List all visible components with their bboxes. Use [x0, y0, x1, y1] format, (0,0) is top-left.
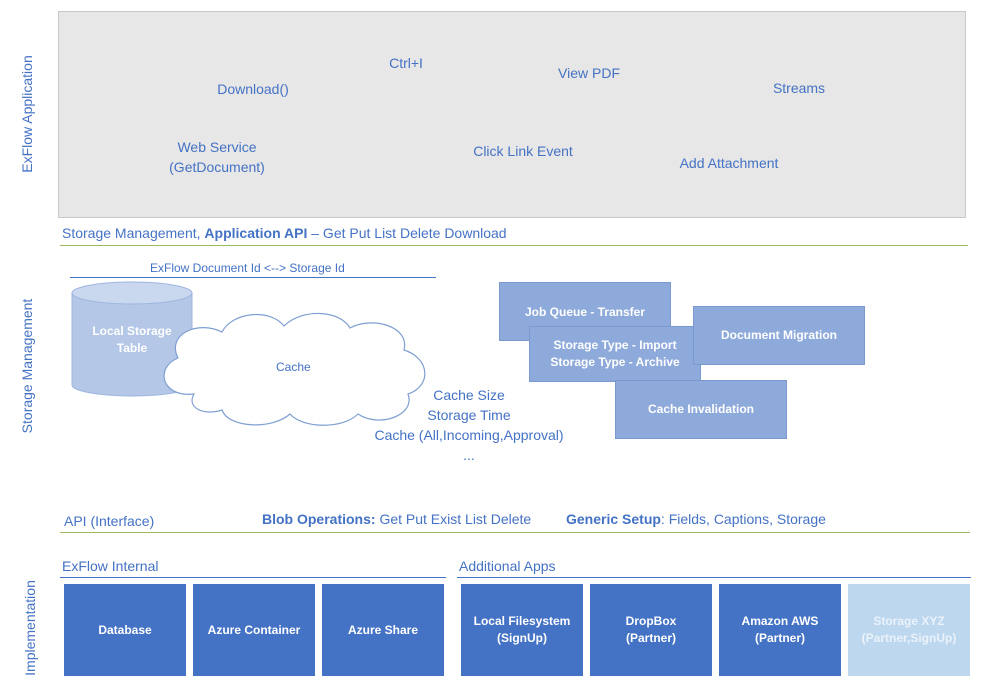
additional-underline — [457, 577, 971, 578]
database-label: Database — [98, 622, 152, 637]
blob-operations-rest: Get Put Exist List Delete — [375, 511, 532, 527]
amazon-aws-line1: Amazon AWS — [741, 614, 819, 628]
mapping-label: ExFlow Document Id <--> Storage Id — [150, 261, 345, 275]
job-queue-label: Job Queue - Transfer — [524, 305, 646, 319]
cache-size: Cache Size — [433, 387, 505, 403]
dropbox-box: DropBox (Partner) — [590, 584, 712, 676]
web-service-line2: (GetDocument) — [169, 159, 265, 175]
section-label-storage: Storage Management — [19, 298, 35, 434]
storage-api-bold: Application API — [204, 225, 308, 241]
blob-operations-bold: Blob Operations: — [262, 511, 376, 527]
cache-parameters: Cache Size Storage Time Cache (All,Incom… — [374, 385, 563, 465]
api-interface-label: API (Interface) — [64, 513, 155, 529]
local-filesystem-box: Local Filesystem (SignUp) — [461, 584, 583, 676]
document-migration-label: Document Migration — [721, 328, 837, 342]
azure-container-box: Azure Container — [193, 584, 315, 676]
storage-xyz-line2: (Partner,SignUp) — [861, 631, 957, 645]
azure-share-label: Azure Share — [347, 622, 419, 637]
generic-setup: Generic Setup: Fields, Captions, Storage — [566, 511, 826, 527]
application-area — [58, 11, 966, 218]
amazon-aws-box: Amazon AWS (Partner) — [719, 584, 841, 676]
cache-modes: Cache (All,Incoming,Approval) — [374, 427, 564, 443]
view-pdf-label: View PDF — [558, 65, 620, 81]
local-filesystem-line2: (SignUp) — [497, 631, 547, 645]
database-box: Database — [64, 584, 186, 676]
local-filesystem-line1: Local Filesystem — [473, 614, 571, 628]
storage-type-import: Storage Type - Import — [553, 338, 677, 352]
storage-api-suffix: – Get Put List Delete Download — [307, 225, 507, 241]
dropbox-line2: (Partner) — [625, 631, 676, 645]
local-storage-cylinder — [71, 281, 193, 397]
storage-xyz-line1: Storage XYZ — [873, 614, 945, 628]
additional-apps-title: Additional Apps — [459, 558, 556, 574]
mapping-underline — [70, 277, 436, 278]
storage-api-header: Storage Management, Application API – Ge… — [62, 225, 507, 241]
storage-type-box: Storage Type - Import Storage Type - Arc… — [529, 326, 701, 382]
storage-type-archive: Storage Type - Archive — [550, 355, 680, 369]
storage-time: Storage Time — [427, 407, 511, 423]
blob-operations: Blob Operations: Get Put Exist List Dele… — [262, 511, 531, 527]
generic-setup-bold: Generic Setup — [566, 511, 661, 527]
document-migration-box: Document Migration — [693, 306, 865, 365]
cache-invalidation-label: Cache Invalidation — [647, 402, 755, 416]
generic-setup-rest: : Fields, Captions, Storage — [660, 511, 826, 527]
storage-xyz-box: Storage XYZ (Partner,SignUp) — [848, 584, 970, 676]
azure-share-box: Azure Share — [322, 584, 444, 676]
local-storage-line1: Local Storage — [92, 324, 172, 338]
dropbox-line1: DropBox — [625, 614, 677, 628]
azure-container-label: Azure Container — [207, 622, 301, 637]
internal-underline — [60, 577, 446, 578]
cache-cloud — [163, 312, 426, 426]
web-service-line1: Web Service — [177, 139, 257, 155]
section-label-implementation: Implementation — [22, 580, 38, 676]
streams-label: Streams — [772, 80, 826, 96]
storage-api-prefix: Storage Management, — [62, 225, 205, 241]
section-label-app: ExFlow Application — [19, 55, 35, 173]
click-link-label: Click Link Event — [473, 143, 573, 159]
cache-invalidation-box: Cache Invalidation — [615, 380, 787, 439]
api-divider — [60, 532, 970, 533]
cache-label: Cache — [276, 360, 311, 374]
amazon-aws-line2: (Partner) — [754, 631, 805, 645]
web-service-label: Web Service (GetDocument) — [169, 137, 265, 177]
cache-more: ... — [463, 447, 475, 463]
add-attachment-label: Add Attachment — [679, 155, 779, 171]
storage-divider — [60, 245, 968, 246]
exflow-internal-title: ExFlow Internal — [62, 558, 159, 574]
download-label: Download() — [217, 81, 289, 97]
ctrl-i-label: Ctrl+I — [389, 55, 423, 71]
local-storage-line2: Table — [116, 341, 148, 355]
local-storage-label: Local Storage Table — [70, 322, 194, 358]
